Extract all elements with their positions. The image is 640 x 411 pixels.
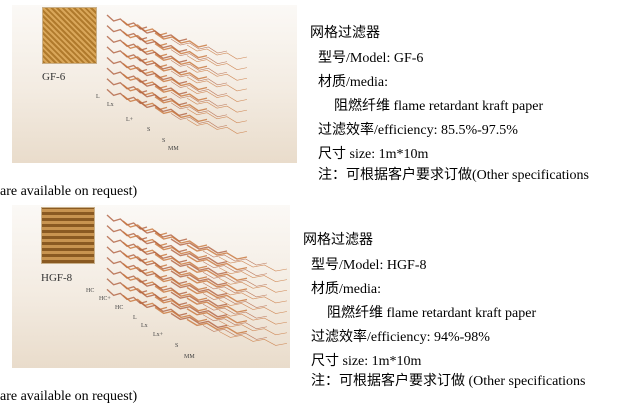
mesh-layer xyxy=(218,256,288,346)
material-swatch xyxy=(42,7,97,64)
efficiency: 过滤效率/efficiency: 94%-98% xyxy=(311,330,490,345)
layer-label: Lx+ xyxy=(153,332,164,338)
mesh-layer xyxy=(154,32,208,123)
layer-label: HC xyxy=(115,305,124,311)
mesh-layer xyxy=(186,244,248,335)
size: 尺寸 size: 1m*10m xyxy=(318,147,429,162)
media: 阻燃纤维 flame retardant kraft paper xyxy=(327,306,537,321)
layer-label: HC xyxy=(86,288,95,294)
layer-label: S xyxy=(162,138,166,144)
image-caption: GF-6 xyxy=(42,71,66,83)
layer-label: L+ xyxy=(126,117,134,123)
efficiency: 过滤效率/efficiency: 85.5%-97.5% xyxy=(318,123,518,138)
layer-label: L xyxy=(96,94,100,100)
size: 尺寸 size: 1m*10m xyxy=(311,354,422,369)
note-continued: are available on request) xyxy=(0,389,138,404)
material-swatch xyxy=(41,207,95,264)
media: 阻燃纤维 flame retardant kraft paper xyxy=(334,99,544,114)
layer-label: S xyxy=(175,343,179,349)
layer-label: Lx xyxy=(107,102,114,108)
note: 注：可根据客户要求订做(Other specifications xyxy=(318,168,590,183)
layer-label: MM xyxy=(184,354,195,360)
media-label: 材质/media: xyxy=(318,75,388,90)
product-title: 网格过滤器 xyxy=(310,26,380,41)
note-continued: are available on request) xyxy=(0,184,138,199)
image-caption: HGF-8 xyxy=(41,272,73,284)
mesh-layers-illustration xyxy=(106,214,288,346)
model: 型号/Model: GF-6 xyxy=(318,51,424,66)
mesh-layer xyxy=(170,38,228,128)
product-image-gf6: GF-6 L Lx L+ S S MM xyxy=(12,5,297,163)
layer-label: MM xyxy=(168,146,179,152)
layer-label: L xyxy=(133,315,137,321)
layer-label: S xyxy=(147,127,151,133)
mesh-layer xyxy=(202,250,268,340)
mesh-layer xyxy=(186,44,248,134)
layer-label: HC+ xyxy=(99,296,111,302)
note: 注：可根据客户要求订做 (Other specifications xyxy=(311,374,586,389)
product-image-hgf8: HGF-8 HC HC+ HC L Lx Lx+ S MM xyxy=(12,205,290,368)
mesh-layer xyxy=(154,232,208,323)
product-title: 网格过滤器 xyxy=(303,233,373,248)
model: 型号/Model: HGF-8 xyxy=(311,258,427,273)
layer-label: Lx xyxy=(141,323,148,329)
media-label: 材质/media: xyxy=(311,282,381,297)
mesh-layer xyxy=(170,238,228,329)
mesh-layers-illustration xyxy=(106,14,248,134)
